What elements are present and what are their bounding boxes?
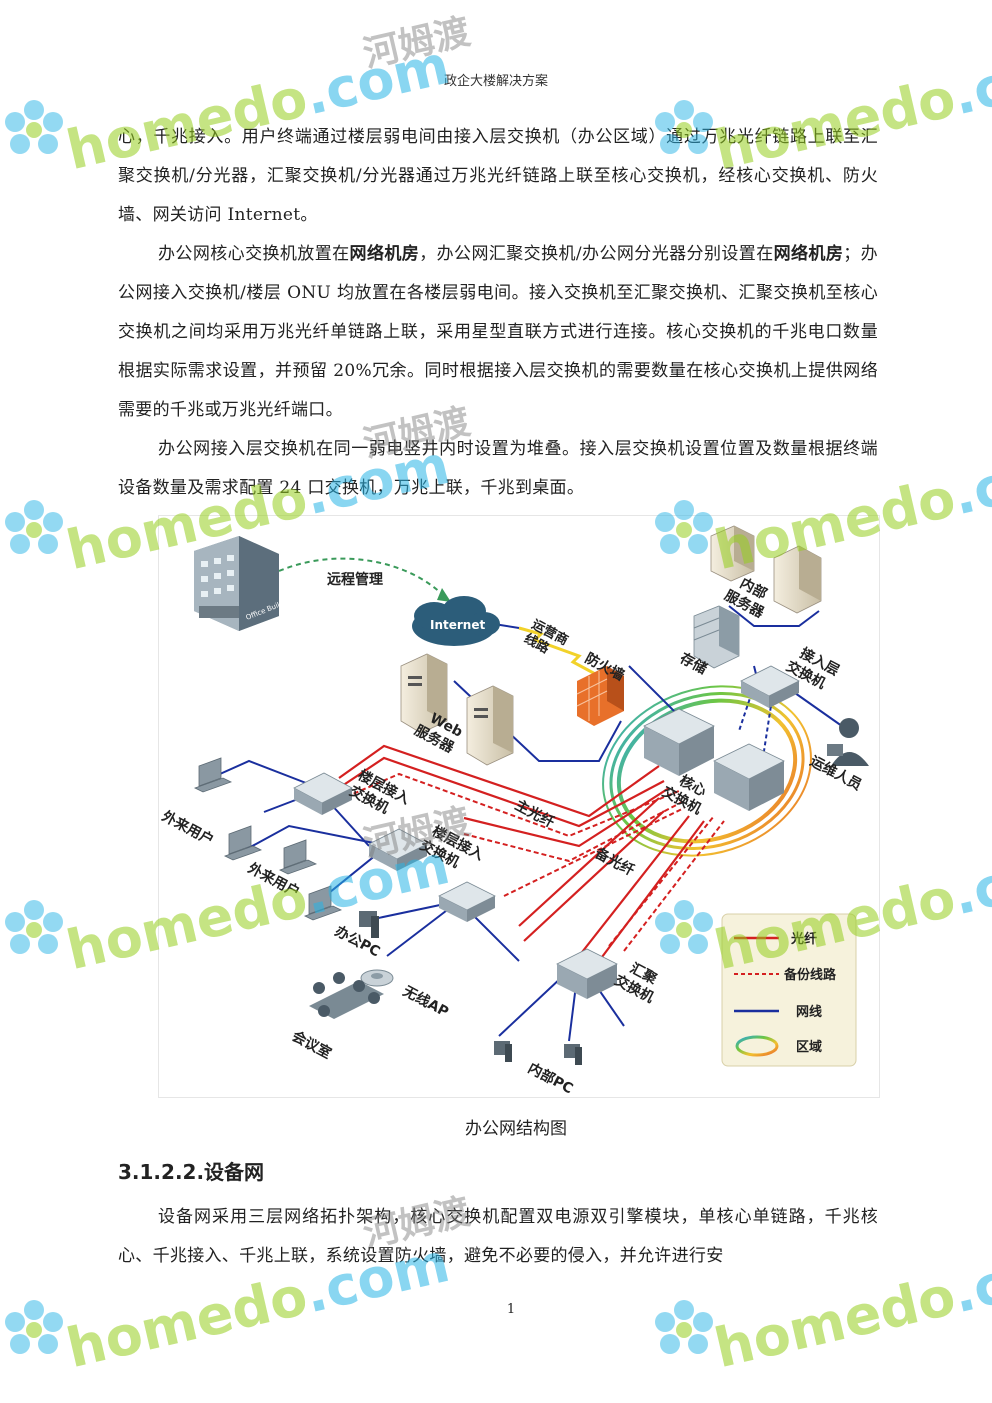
network-diagram: 远程管理 Office Building Internet 运营商 线路 (158, 515, 880, 1098)
label-meeting-room: 会议室 (289, 1028, 334, 1063)
page-number: 1 (506, 1302, 516, 1317)
paragraph-2: 办公网核心交换机放置在网络机房，办公网汇聚交换机/办公网分光器分别设置在网络机房… (118, 244, 878, 420)
label-remote-mgmt: 远程管理 (327, 571, 383, 588)
diagram-legend: 光纤 备份线路 网线 区域 (721, 913, 857, 1067)
fiber-backup-lines (338, 772, 725, 952)
paragraph-1: 心，千兆接入。用户终端通过楼层弱电间由接入层交换机（办公区域）通过万兆光纤链路上… (118, 127, 878, 225)
meeting-room-icon (309, 972, 384, 1019)
paragraph-3: 办公网接入层交换机在同一弱电竖井内时设置为堆叠。接入层交换机设置位置及数量根据终… (118, 439, 878, 498)
label-backup-fiber: 备光纤 (591, 844, 637, 879)
fiber-lines (338, 744, 705, 962)
legend-backup: 备份线路 (783, 967, 837, 983)
figure-caption: 办公网结构图 (465, 1119, 567, 1139)
paragraph-4: 设备网采用三层网络拓扑架构，核心交换机配置双电源双引擎模块，单核心单链路，千兆核… (118, 1207, 878, 1266)
section-heading: 3.1.2.2.设备网 (118, 1160, 265, 1184)
floor-access-switch-3-icon (438, 881, 496, 922)
access-switch-icon (740, 665, 800, 708)
office-pc-icon (359, 911, 379, 938)
guest-laptop-icons (193, 757, 343, 921)
legend-fiber: 光纤 (790, 931, 817, 947)
label-wireless-ap: 无线AP (399, 982, 451, 1021)
watermark-flower-icon (5, 500, 63, 554)
wireless-ap-icon (360, 969, 394, 987)
internal-pc-icons (494, 1041, 582, 1065)
label-guest-user-1: 外来用户 (159, 808, 216, 849)
web-server-icon (400, 653, 514, 766)
firewall-icon (576, 666, 624, 726)
watermark-flower-icon (5, 100, 63, 154)
office-building-icon (194, 536, 279, 631)
watermark-cn-1: 河姆渡 (359, 11, 475, 76)
watermark-flower-icon (5, 900, 63, 954)
ops-staff-icon (827, 718, 869, 766)
internal-server-icon (710, 525, 822, 614)
legend-cable: 网线 (796, 1004, 822, 1020)
page-header: 政企大楼解决方案 (443, 74, 548, 89)
isp-line (518, 626, 600, 678)
aggregation-switch-icon (556, 948, 618, 999)
label-internet: Internet (430, 618, 485, 632)
floor-access-switch-2-icon (368, 828, 428, 871)
label-internal-pc: 内部PC (525, 1060, 576, 1097)
network-diagram-svg: 远程管理 Office Building Internet 运营商 线路 (159, 525, 869, 1097)
bold-network-room-2: 网络机房 (773, 244, 844, 264)
core-zone-ring (602, 685, 812, 857)
core-switch-icon (643, 708, 785, 811)
legend-zone: 区域 (796, 1039, 822, 1055)
floor-access-switch-1-icon (293, 772, 353, 815)
remote-mgmt-arrow (278, 557, 445, 597)
internet-cloud-icon (412, 596, 500, 646)
storage-icon (693, 605, 740, 669)
bold-network-room-1: 网络机房 (349, 244, 420, 264)
